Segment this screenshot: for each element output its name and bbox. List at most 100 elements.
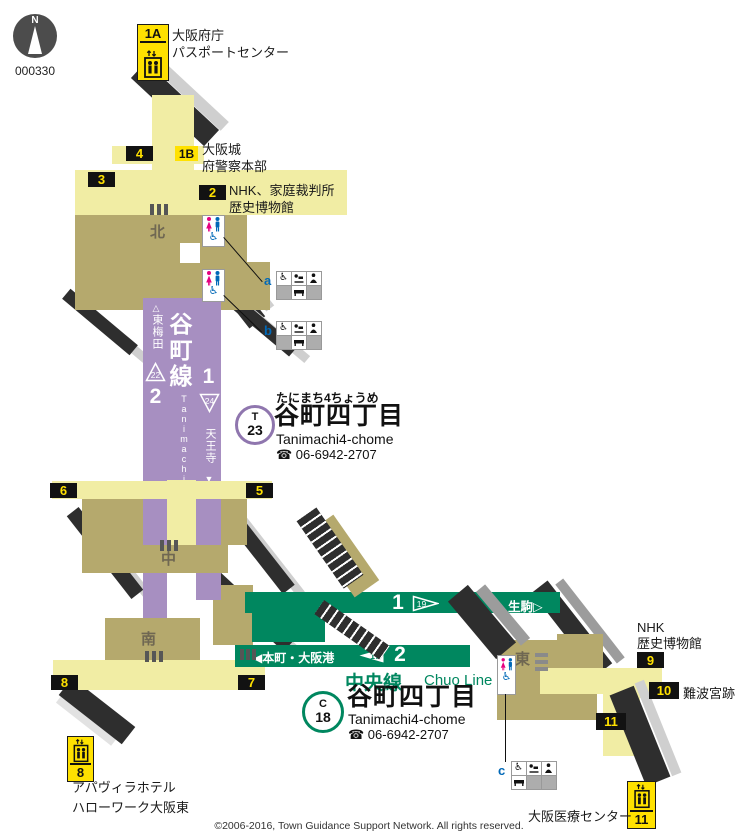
exit-1b: 1B: [175, 146, 198, 161]
platform2-number: 2: [149, 385, 162, 408]
elevator-exit-8: 8: [67, 736, 94, 782]
poi-exit9: NHK 歴史博物館: [637, 620, 702, 652]
car-position-triangle-up: 22: [145, 362, 166, 382]
mid-concourse-left: [82, 499, 143, 545]
car-position-triangle-right: 19: [412, 595, 439, 612]
chuo-platform2-destination: ◀本町・大阪港: [253, 651, 335, 665]
toilet-figures-icon: [500, 658, 512, 671]
compass-needle-icon: [28, 26, 42, 54]
area-label-south: 南: [141, 631, 157, 648]
elevator-exit-1a: 1A: [137, 24, 169, 81]
legend-empty-cell: [525, 774, 542, 790]
legend-b-letter: b: [264, 323, 272, 338]
svg-text:19: 19: [417, 599, 427, 609]
legend-a-letter: a: [264, 273, 272, 288]
area-label-east: 東: [515, 651, 531, 668]
chuo-platform2-band: [235, 645, 470, 667]
baby-chair-icon: [305, 270, 322, 286]
poi-line: パスポートセンター: [172, 45, 290, 60]
north-gates: [150, 204, 168, 215]
corridor-mid-vertical: [167, 480, 196, 545]
tanimachi-line-name: 谷町線: [166, 312, 192, 390]
ostomate-icon: [290, 320, 307, 336]
poi-exit1b: 大阪城 府警察本部: [202, 141, 267, 175]
mid-gates: [160, 540, 178, 551]
chuo-line-name-en: Chuo Line: [424, 672, 493, 689]
exit-6: 6: [50, 483, 77, 498]
car-position-triangle-down: 24: [199, 393, 220, 413]
exit-3: 3: [88, 172, 115, 187]
ostomate-icon: [525, 760, 542, 776]
area-label-north: 北: [150, 224, 166, 241]
area-label-middle: 中: [161, 551, 177, 568]
diaper-change-icon: [510, 774, 527, 790]
chuo-station-name: 谷町四丁目: [347, 683, 478, 711]
toilet-sign-north-2: ♿: [202, 269, 225, 302]
south-gates: [145, 651, 163, 662]
legend-c-letter: c: [498, 763, 506, 778]
platform2-direction-arrow: △: [152, 303, 160, 313]
wheelchair-icon: ♿: [510, 760, 527, 776]
poi-exit10: 難波宮跡: [683, 686, 736, 701]
tanimachi-station-name: 谷町四丁目: [274, 402, 405, 430]
tanimachi-platform1-strip-lower: [196, 573, 221, 600]
tanimachi-station-tel: ☎ 06-6942-2707: [276, 447, 377, 462]
chuo-line-name: 中央線: [345, 673, 403, 694]
diaper-change-icon: [290, 334, 307, 350]
legend-empty-cell: [540, 774, 557, 790]
baby-chair-icon: [540, 760, 557, 776]
poi-line: 歴史博物館: [229, 200, 295, 215]
chuo-station-symbol: C 18: [302, 691, 344, 733]
exit-11: 11: [596, 713, 626, 730]
wheelchair-icon: ♿: [501, 671, 512, 683]
chuo-platform2-number: 2: [394, 643, 406, 666]
elevator-icon: [73, 738, 88, 763]
chuo-platform1-end-block: [252, 592, 325, 642]
poi-line: 歴史博物館: [637, 636, 703, 651]
poi-line: 大阪城: [202, 142, 242, 157]
north-concourse-ext: [228, 262, 270, 310]
map-id: 000330: [14, 64, 56, 78]
elevator-exit-11: 11: [627, 781, 656, 829]
corridor-south-band: [53, 660, 265, 690]
legend-empty-cell: [275, 334, 292, 350]
tanimachi-line-name-en: Tanimachi Line: [179, 394, 189, 534]
exit-8-elevator-number: 8: [70, 763, 91, 780]
legend-empty-cell: [275, 284, 292, 300]
exit-8: 8: [51, 675, 78, 690]
poi-exit2: NHK、家庭裁判所 歴史博物館: [229, 182, 334, 216]
poi-exit1a: 大阪府庁 パスポートセンター: [172, 27, 289, 61]
exit-2: 2: [199, 185, 226, 200]
corridor-mid-band: [52, 481, 272, 499]
platform2-destination: 東梅田: [151, 314, 163, 350]
exit-5: 5: [246, 483, 273, 498]
toilet-sign-east: ♿: [497, 655, 516, 695]
poi-line: 大阪府庁: [172, 28, 225, 43]
wheelchair-icon: ♿: [275, 320, 292, 336]
exit-4: 4: [126, 146, 153, 161]
exit-1a-number: 1A: [140, 26, 166, 43]
poi-line: アパヴィラホテル: [72, 780, 176, 795]
svg-text:24: 24: [205, 396, 215, 406]
tanimachi-station-symbol: T 23: [235, 405, 275, 445]
line-letter: T: [251, 411, 259, 423]
chuo-platform-gates: [240, 649, 256, 660]
tanimachi-station-romaji: Tanimachi4-chome: [276, 431, 394, 447]
ostomate-icon: [290, 270, 307, 286]
mid-concourse: [82, 545, 228, 573]
tanimachi-line-band: [167, 298, 196, 480]
wheelchair-icon: ♿: [208, 231, 219, 243]
poi-exit8: アパヴィラホテル ハローワーク大阪東: [72, 778, 189, 818]
diaper-change-icon: [290, 284, 307, 300]
platform1-number: 1: [202, 365, 215, 388]
legend-b-grid: ♿: [275, 320, 322, 350]
poi-line: ハローワーク大阪東: [72, 800, 190, 815]
tanimachi-platform1-strip: [196, 298, 221, 545]
tanimachi-station-kana: たにまち4ちょうめ: [276, 391, 379, 405]
legend-a-grid: ♿: [275, 270, 322, 300]
compass: N: [13, 14, 57, 58]
chuo-platform1-number: 1: [392, 591, 404, 614]
east-concourse-ext: [557, 634, 603, 668]
tanimachi-platform2-strip-lower: [143, 573, 167, 618]
toilet-figures-icon: [206, 271, 220, 286]
